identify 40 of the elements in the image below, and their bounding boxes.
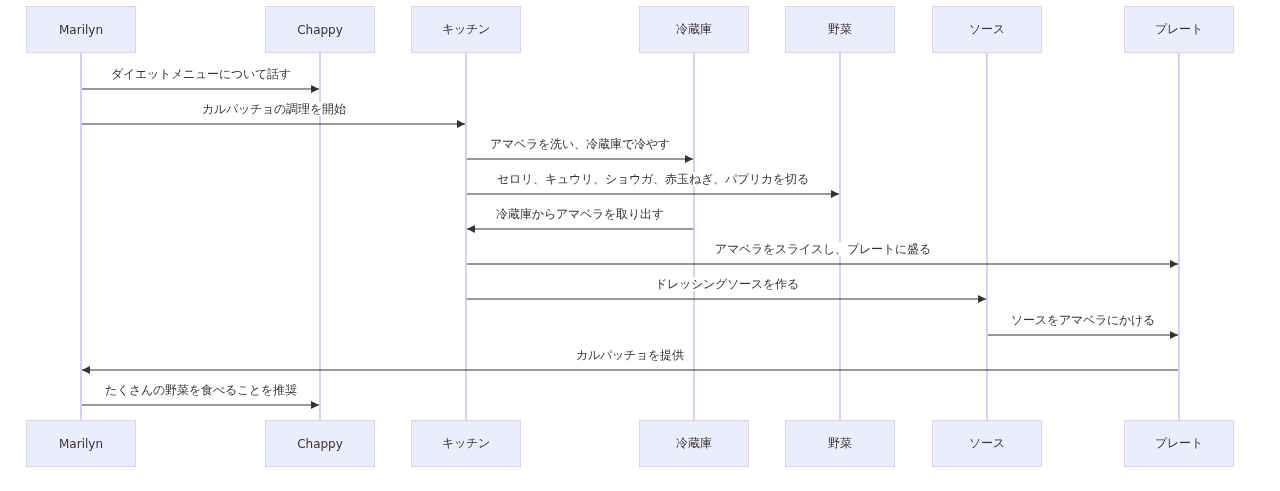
participant-box: Marilyn <box>26 420 136 467</box>
lifeline <box>693 53 695 420</box>
participant-box: Chappy <box>265 420 375 467</box>
message-arrow <box>987 331 1179 339</box>
participant-box: 野菜 <box>785 6 895 53</box>
participant-box: 冷蔵庫 <box>639 6 749 53</box>
participant-box: Marilyn <box>26 6 136 53</box>
lifeline <box>319 53 321 420</box>
lifeline <box>1178 53 1180 420</box>
message-arrow <box>81 85 320 93</box>
participant-box: プレート <box>1124 420 1234 467</box>
message-label: カルパッチョを提供 <box>575 348 685 362</box>
message-arrow <box>81 120 466 128</box>
message-arrow <box>466 260 1179 268</box>
participant-box: 冷蔵庫 <box>639 420 749 467</box>
participant-box: Chappy <box>265 6 375 53</box>
lifeline <box>465 53 467 420</box>
lifeline <box>986 53 988 420</box>
participant-box: 野菜 <box>785 420 895 467</box>
participant-box: キッチン <box>411 6 521 53</box>
message-label: ソースをアマベラにかける <box>1010 313 1156 327</box>
message-arrow <box>466 190 840 198</box>
participant-box: ソース <box>932 6 1042 53</box>
message-arrow <box>466 225 694 233</box>
message-label: たくさんの野菜を食べることを推奨 <box>103 383 298 397</box>
message-label: カルパッチョの調理を開始 <box>200 102 347 116</box>
message-arrow <box>466 155 694 163</box>
message-label: セロリ、キュウリ、ショウガ、赤玉ねぎ、パプリカを切る <box>496 172 810 186</box>
lifeline <box>839 53 841 420</box>
participant-box: キッチン <box>411 420 521 467</box>
participant-box: プレート <box>1124 6 1234 53</box>
message-label: 冷蔵庫からアマベラを取り出す <box>495 207 665 221</box>
message-arrow <box>81 401 320 409</box>
message-label: アマベラを洗い、冷蔵庫で冷やす <box>489 137 671 151</box>
participant-box: ソース <box>932 420 1042 467</box>
lifeline <box>80 53 82 420</box>
message-arrow <box>466 295 987 303</box>
message-label: ダイエットメニューについて話す <box>109 67 292 81</box>
message-arrow <box>81 366 1179 374</box>
message-label: アマベラをスライスし、プレートに盛る <box>713 242 932 256</box>
